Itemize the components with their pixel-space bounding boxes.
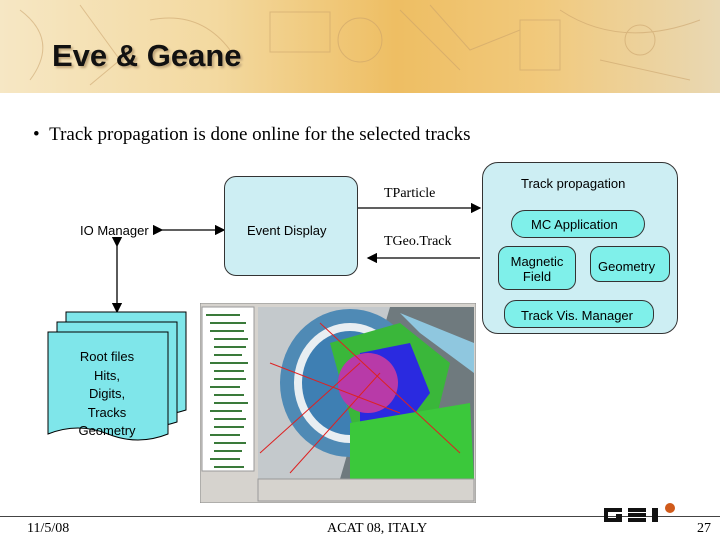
track-vis-manager-label: Track Vis. Manager [521,308,633,323]
event-display-label: Event Display [247,223,326,238]
mc-application-label: MC Application [531,217,618,232]
footer-conference: ACAT 08, ITALY [327,521,427,537]
footer-date: 11/5/08 [27,521,69,537]
io-manager-label: IO Manager [80,223,149,238]
root-files-line-2: Hits, [74,367,140,386]
geometry-label: Geometry [598,259,655,274]
tgeotrack-label: TGeo.Track [384,234,452,250]
tparticle-label: TParticle [384,186,435,202]
root-files-line-4: Tracks [74,404,140,423]
root-files-text: Root files Hits, Digits, Tracks Geometry [74,348,140,441]
gsi-logo [602,502,672,524]
page-number: 27 [697,521,711,537]
magnetic-field-label: Magnetic Field [498,254,576,284]
root-files-line-3: Digits, [74,385,140,404]
root-files-line-5: Geometry [74,422,140,441]
root-files-line-1: Root files [74,348,140,367]
track-propagation-label: Track propagation [521,176,625,191]
event-display-screenshot [200,303,476,503]
